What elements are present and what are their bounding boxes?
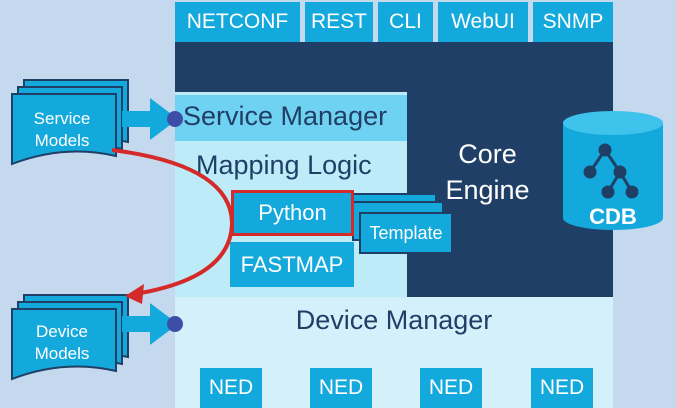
template-box: Template (359, 212, 453, 254)
ned-box-1: NED (200, 368, 262, 408)
interface-tab-snmp: SNMP (533, 2, 613, 42)
service-manager-bar (175, 95, 407, 141)
interface-tab-netconf: NETCONF (175, 2, 300, 42)
ned-box-4: NED (531, 368, 593, 408)
service-models-label: Service Models (14, 108, 110, 152)
cdb-cylinder-icon (563, 111, 663, 230)
device-manager-label: Device Manager (295, 305, 493, 335)
service-input-arrow-icon (122, 98, 183, 140)
python-box: Python (231, 190, 354, 236)
core-label-line1: Core (458, 139, 517, 169)
device-input-arrow-icon (122, 303, 183, 345)
service-manager-label: Service Manager (183, 101, 388, 131)
ned-box-2: NED (310, 368, 372, 408)
service-models-line2: Models (34, 131, 90, 150)
fastmap-box: FASTMAP (230, 242, 354, 287)
device-models-line2: Models (34, 344, 90, 363)
ned-box-3: NED (420, 368, 482, 408)
cdb-tree-icon (583, 143, 639, 199)
device-models-doc-stack-icon (11, 294, 129, 381)
device-models-line1: Device (36, 322, 88, 341)
interface-tab-cli: CLI (378, 2, 433, 42)
service-models-line1: Service (33, 109, 91, 128)
core-label-line2: Engine (445, 175, 530, 205)
cdb-label: CDB (589, 204, 637, 229)
mapping-arrow-icon (111, 148, 235, 304)
interface-tab-rest: REST (305, 2, 373, 42)
mapping-logic-label: Mapping Logic (196, 150, 372, 180)
interface-tab-webui: WebUI (438, 2, 528, 42)
device-models-label: Device Models (14, 321, 110, 365)
service-models-doc-stack-icon (11, 79, 129, 166)
core-engine-label: Core Engine (425, 136, 550, 208)
